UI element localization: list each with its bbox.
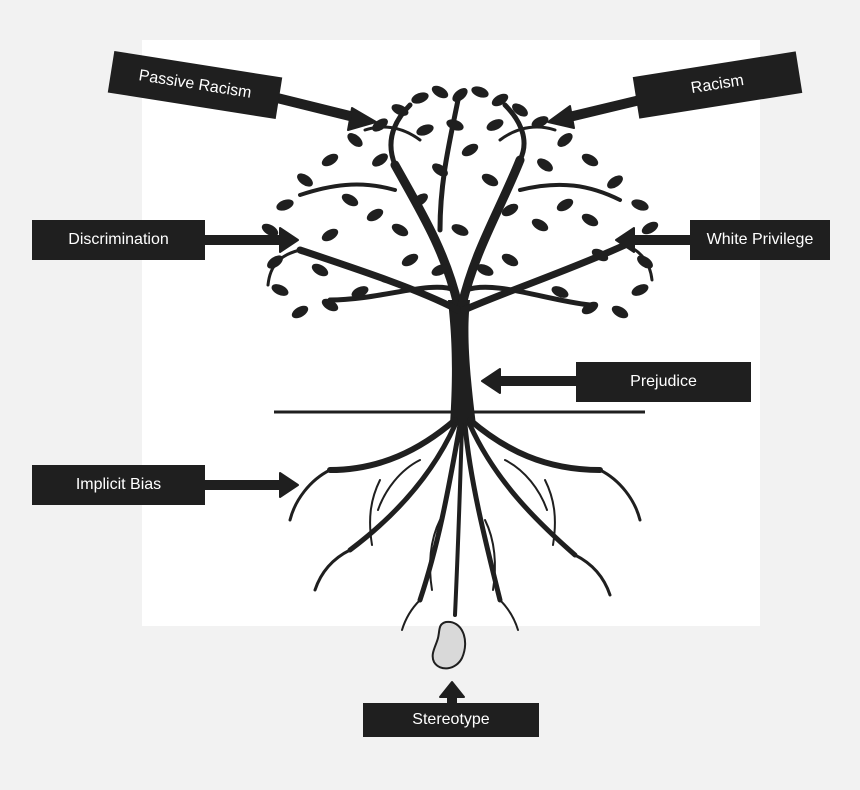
arrow-icon <box>205 90 690 703</box>
prejudice-label: Prejudice <box>576 362 751 402</box>
stereotype-label: Stereotype <box>363 703 539 737</box>
discrimination-arrowhead <box>279 227 299 253</box>
seed-icon <box>431 620 467 670</box>
white-privilege-label: White Privilege <box>690 220 830 260</box>
discrimination-label: Discrimination <box>32 220 205 260</box>
roots-icon <box>288 417 642 631</box>
tree-icon <box>266 97 654 314</box>
racism-arrowhead <box>547 105 575 129</box>
tree-leaves <box>261 85 659 319</box>
implicit-bias-arrowhead <box>279 472 299 498</box>
passive-racism-arrow <box>263 90 360 123</box>
stereotype-arrowhead <box>439 681 465 698</box>
tree-trunk <box>448 300 476 425</box>
prejudice-arrowhead <box>481 368 501 394</box>
passive-racism-arrowhead <box>347 107 377 131</box>
white-privilege-arrowhead <box>615 227 635 253</box>
racism-arrow <box>563 95 642 123</box>
implicit-bias-label: Implicit Bias <box>32 465 205 505</box>
